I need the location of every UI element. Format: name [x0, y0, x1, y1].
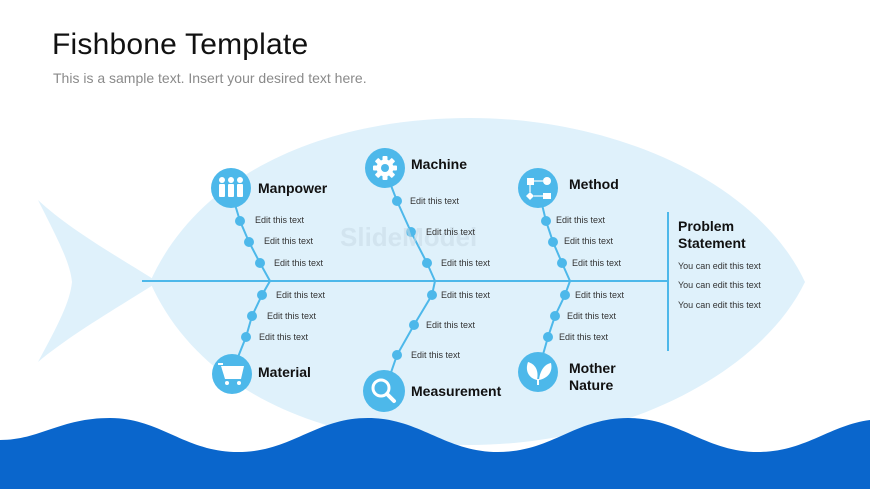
cause-item[interactable]: Edit this text	[255, 215, 305, 225]
fish-tail	[38, 200, 158, 362]
bone-dot	[244, 237, 254, 247]
bone-dot	[241, 332, 251, 342]
bone-dot	[541, 216, 551, 226]
watermark-logo: SlideModel	[340, 222, 478, 252]
category-label-line: Nature	[569, 377, 614, 393]
magnifier-icon	[363, 370, 405, 412]
problem-title-line: Statement	[678, 235, 746, 251]
cause-item[interactable]: Edit this text	[575, 290, 625, 300]
problem-statement-text[interactable]: You can edit this text	[678, 300, 761, 310]
bone-dot	[247, 311, 257, 321]
category-label-material: Material	[258, 364, 311, 380]
bone-dot	[255, 258, 265, 268]
gear-icon	[365, 148, 405, 188]
bone-dot	[550, 311, 560, 321]
category-label-measurement: Measurement	[411, 383, 502, 399]
cause-item[interactable]: Edit this text	[426, 320, 476, 330]
bone-dot	[257, 290, 267, 300]
bone-dot	[409, 320, 419, 330]
category-label-mother-nature: Mother Nature	[569, 360, 616, 394]
flowchart-icon	[518, 168, 558, 208]
cause-item[interactable]: Edit this text	[567, 311, 617, 321]
cause-item[interactable]: Edit this text	[264, 236, 314, 246]
bone-dot	[392, 196, 402, 206]
leaf-icon	[518, 352, 558, 392]
cause-item[interactable]: Edit this text	[441, 258, 491, 268]
cause-item[interactable]: Edit this text	[572, 258, 622, 268]
bone-dot	[422, 258, 432, 268]
bone-dot	[557, 258, 567, 268]
problem-title-line: Problem	[678, 218, 735, 234]
cause-item[interactable]: Edit this text	[556, 215, 606, 225]
category-label-line: Mother	[569, 360, 616, 376]
problem-statement-text[interactable]: You can edit this text	[678, 280, 761, 290]
bone-dot	[235, 216, 245, 226]
cause-item[interactable]: Edit this text	[559, 332, 609, 342]
bone-dot	[548, 237, 558, 247]
ocean-waves	[0, 418, 870, 489]
cause-item[interactable]: Edit this text	[276, 290, 326, 300]
category-label-method: Method	[569, 176, 619, 192]
cause-item[interactable]: Edit this text	[564, 236, 614, 246]
bone-dot	[427, 290, 437, 300]
cause-item[interactable]: Edit this text	[274, 258, 324, 268]
bone-dot	[560, 290, 570, 300]
cause-item[interactable]: Edit this text	[441, 290, 491, 300]
cause-item[interactable]: Edit this text	[411, 350, 461, 360]
slide-title: Fishbone Template	[52, 28, 309, 61]
cause-item[interactable]: Edit this text	[426, 227, 476, 237]
cause-item[interactable]: Edit this text	[259, 332, 309, 342]
category-label-manpower: Manpower	[258, 180, 328, 196]
category-label-machine: Machine	[411, 156, 468, 172]
slide-subtitle: This is a sample text. Insert your desir…	[53, 70, 367, 86]
bone-dot	[392, 350, 402, 360]
shopping-cart-icon	[212, 354, 252, 394]
bone-dot	[406, 227, 416, 237]
problem-statement-text[interactable]: You can edit this text	[678, 261, 761, 271]
problem-statement-title: Problem Statement	[678, 218, 778, 252]
cause-item[interactable]: Edit this text	[267, 311, 317, 321]
cause-item[interactable]: Edit this text	[410, 196, 460, 206]
bone-dot	[543, 332, 553, 342]
people-icon	[211, 168, 251, 208]
